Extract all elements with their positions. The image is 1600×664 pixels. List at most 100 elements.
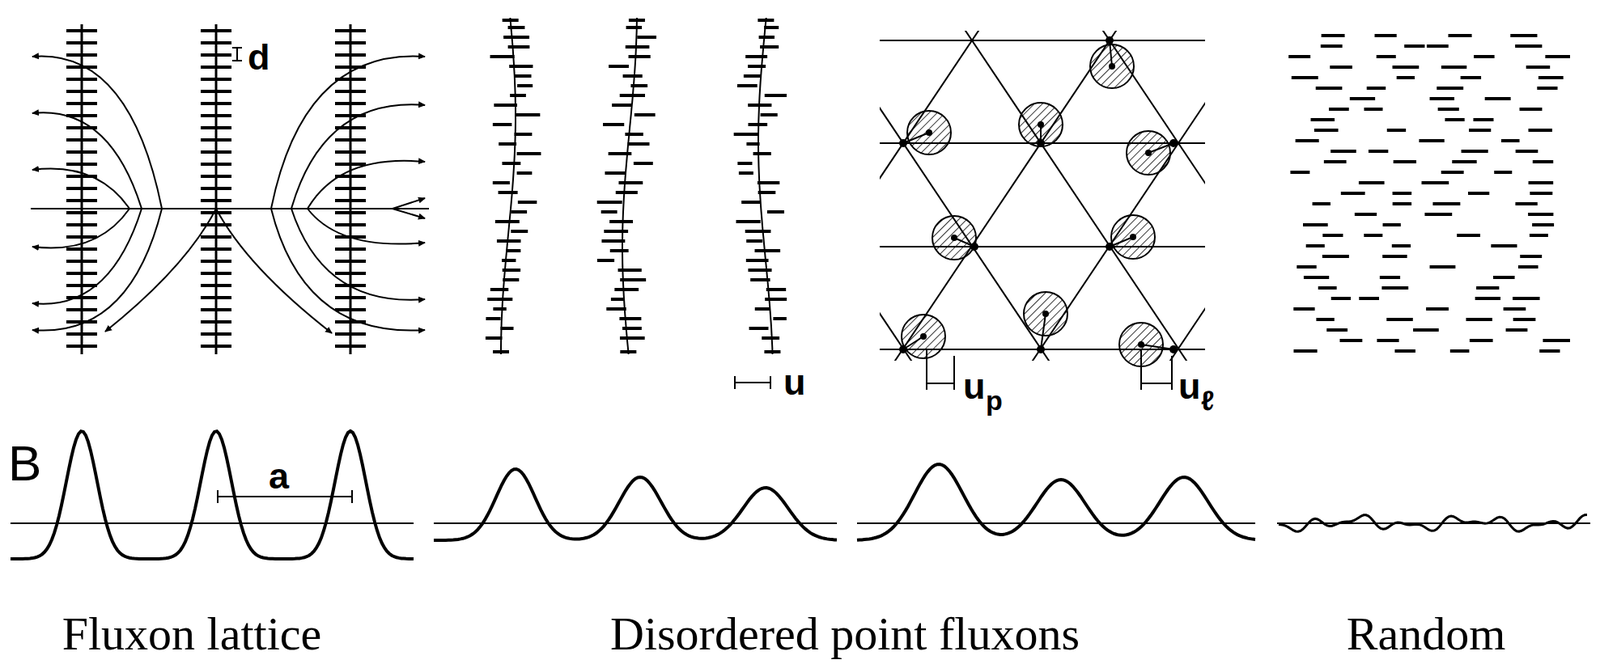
stroke — [517, 200, 537, 204]
stroke — [1539, 349, 1560, 353]
stroke — [608, 64, 629, 68]
stroke — [66, 41, 98, 45]
stroke — [335, 162, 366, 166]
stroke — [307, 208, 425, 245]
stroke — [485, 336, 502, 340]
stroke — [485, 317, 501, 321]
stroke — [32, 112, 142, 209]
stroke — [879, 30, 1206, 361]
stroke — [1044, 30, 1206, 361]
stroke — [1424, 212, 1452, 217]
stroke — [1341, 191, 1366, 196]
stroke — [335, 296, 366, 300]
stroke — [1376, 55, 1397, 59]
caption: Disordered point fluxons — [610, 611, 1080, 658]
stroke — [433, 522, 837, 525]
stroke — [510, 210, 527, 214]
stroke — [763, 25, 779, 30]
stroke — [30, 207, 429, 210]
stroke — [335, 223, 366, 227]
stroke — [508, 25, 526, 30]
stroke — [335, 29, 366, 33]
stroke — [1040, 314, 1046, 350]
stroke — [879, 30, 1037, 361]
dimension-label: u — [1178, 368, 1202, 405]
stroke — [66, 77, 98, 81]
stroke — [509, 64, 533, 68]
stroke — [597, 200, 623, 204]
stroke — [498, 142, 517, 146]
stroke — [636, 35, 657, 39]
field-curve — [1278, 515, 1588, 533]
stroke — [66, 284, 98, 288]
stroke — [1393, 160, 1417, 164]
stroke — [335, 89, 366, 94]
stroke — [66, 223, 98, 227]
stroke — [926, 382, 955, 385]
stroke — [500, 17, 516, 355]
stroke — [1515, 202, 1537, 206]
stroke — [746, 142, 760, 146]
stroke — [1358, 297, 1380, 301]
stroke — [608, 152, 633, 156]
stroke — [772, 317, 786, 321]
stroke — [750, 278, 770, 282]
stroke — [1527, 128, 1552, 132]
stroke — [392, 208, 425, 219]
stroke — [1312, 202, 1331, 206]
stroke — [1375, 33, 1397, 38]
stroke — [1394, 349, 1416, 353]
stroke — [200, 271, 232, 276]
stroke — [1426, 44, 1449, 48]
stroke — [1538, 76, 1564, 80]
stroke — [335, 247, 366, 251]
stroke — [759, 35, 775, 39]
stroke — [1182, 30, 1206, 361]
stroke — [757, 181, 780, 185]
stroke — [1302, 223, 1329, 227]
stroke — [623, 74, 643, 78]
stroke — [1383, 223, 1401, 227]
stroke — [602, 123, 624, 127]
stroke — [624, 132, 643, 136]
field-curve — [857, 464, 1256, 541]
stroke — [501, 258, 516, 263]
stroke — [1290, 170, 1310, 175]
stroke — [1512, 297, 1541, 301]
stroke — [1171, 356, 1173, 391]
vertex-dot — [1169, 345, 1178, 354]
field-curve — [10, 431, 414, 560]
stroke — [611, 103, 632, 107]
stroke — [493, 103, 518, 107]
stroke — [1363, 233, 1383, 238]
stroke — [633, 161, 654, 166]
stroke — [879, 30, 1175, 361]
stroke — [492, 181, 510, 185]
stroke — [200, 284, 232, 288]
stroke — [200, 344, 232, 349]
stroke — [1421, 181, 1450, 185]
stroke — [1503, 307, 1527, 311]
stroke — [1329, 65, 1353, 69]
stroke — [1386, 318, 1414, 322]
stroke — [1306, 244, 1325, 248]
stroke — [216, 208, 332, 334]
stroke — [1441, 170, 1465, 175]
stroke — [1485, 97, 1511, 101]
stroke — [618, 268, 642, 272]
stroke — [335, 53, 366, 57]
stroke — [10, 522, 414, 525]
stroke — [1318, 286, 1337, 290]
stroke — [1315, 318, 1334, 322]
stroke — [335, 138, 366, 142]
stroke — [1473, 55, 1495, 59]
stroke — [1436, 86, 1464, 90]
stroke — [622, 326, 642, 331]
dimension-label: u — [963, 368, 986, 405]
stroke — [1461, 149, 1489, 153]
stroke — [66, 332, 98, 336]
stroke — [517, 171, 533, 175]
random-dashes — [1288, 35, 1571, 352]
stroke — [764, 93, 787, 98]
